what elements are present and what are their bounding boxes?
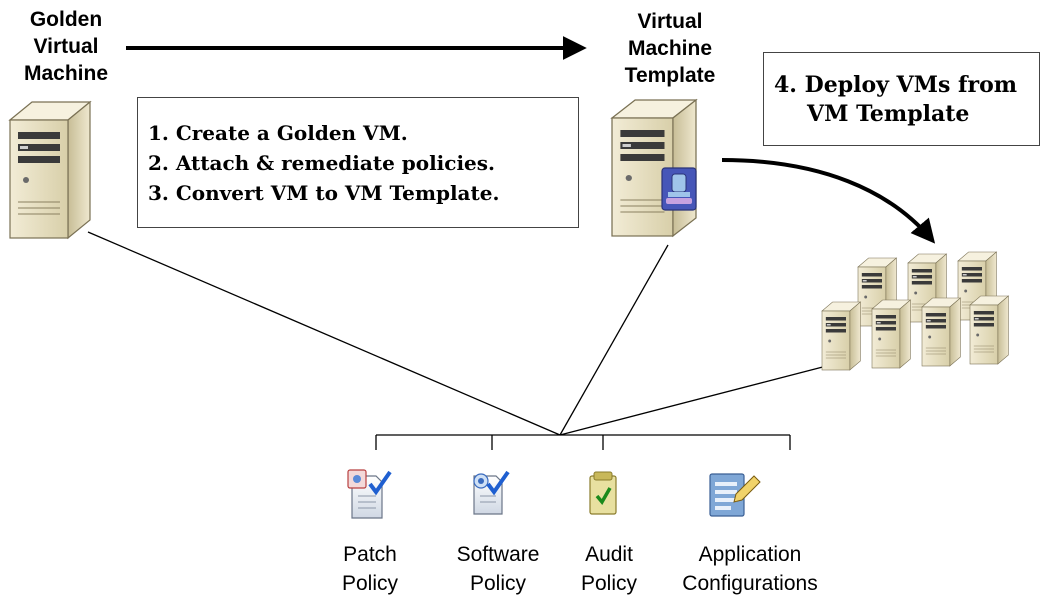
vm-template-label-line: Machine (627, 37, 713, 60)
software-policy-label: Software Policy (438, 540, 558, 598)
policy-label-line: Policy (580, 572, 638, 595)
golden-vm-label-line: Golden (29, 8, 103, 31)
patch-policy-label: Patch Policy (318, 540, 422, 598)
audit-policy-label: Audit Policy (564, 540, 654, 598)
vm-template-label-line: Template (624, 64, 716, 87)
deploy-box: 4. Deploy VMs from VM Template (763, 52, 1040, 146)
step-line: 1. Create a Golden VM. (148, 121, 408, 145)
step-line: 2. Attach & remediate policies. (148, 151, 496, 175)
deployed-vms-icon (821, 251, 1009, 371)
deploy-arrow (721, 158, 936, 244)
policy-label-line: Configurations (682, 572, 818, 595)
audit-policy-icon (589, 471, 617, 515)
vm-template-label-line: Virtual (637, 10, 703, 33)
deploy-line: VM Template (807, 101, 970, 127)
policy-label-line: Policy (469, 572, 527, 595)
golden-vm-label-line: Machine (23, 62, 109, 85)
patch-policy-icon (347, 469, 392, 519)
deploy-line: 4. Deploy VMs from (774, 72, 1018, 98)
golden-vm-label-line: Virtual (33, 35, 99, 58)
policy-label-line: Policy (341, 572, 399, 595)
policy-label-line: Software (456, 543, 540, 566)
vm-template-label: Virtual Machine Template (600, 8, 740, 89)
steps-box: 1. Create a Golden VM. 2. Attach & remed… (137, 97, 579, 228)
connector-lines (87, 231, 843, 450)
golden-vm-label: Golden Virtual Machine (0, 6, 132, 87)
software-policy-icon (473, 470, 510, 515)
application-configurations-icon (709, 473, 761, 517)
step-line: 3. Convert VM to VM Template. (148, 181, 500, 205)
policy-label-line: Audit (585, 543, 633, 566)
application-configurations-label: Application Configurations (660, 540, 840, 598)
golden-vm-server-icon (9, 101, 91, 239)
vm-template-server-icon (611, 99, 697, 237)
policy-label-line: Application (698, 543, 802, 566)
policy-label-line: Patch (343, 543, 397, 566)
